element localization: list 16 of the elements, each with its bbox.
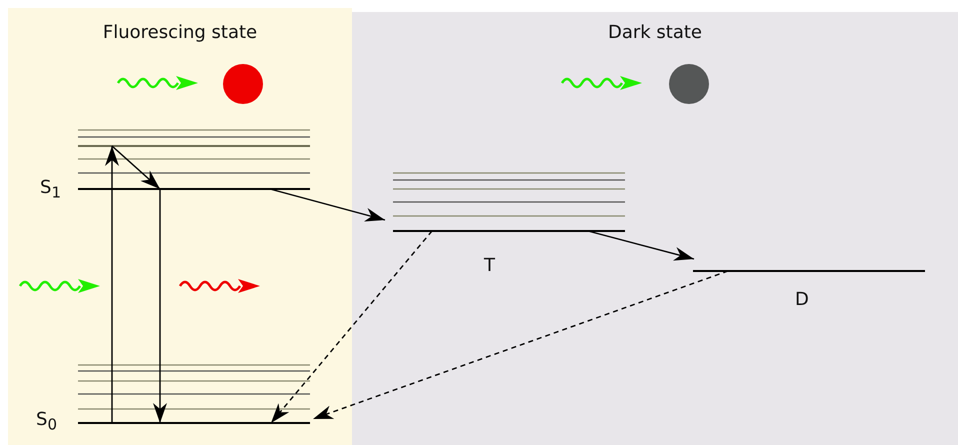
level-label: D	[795, 288, 809, 310]
panel-title: Fluorescing state	[102, 22, 258, 43]
arrow	[588, 230, 694, 261]
arrow	[153, 189, 167, 423]
arrow	[270, 230, 433, 424]
arrow	[105, 146, 119, 423]
level-label: S$_{0}$	[36, 408, 57, 434]
arrow	[270, 188, 386, 222]
panel-title: Dark state	[606, 22, 704, 43]
arrow	[312, 270, 728, 420]
vibrational-level-line	[78, 145, 310, 147]
level-label: S$_{1}$	[40, 176, 61, 202]
level-label: T	[484, 254, 495, 276]
state-panel	[8, 8, 352, 445]
arrow	[112, 145, 160, 190]
state-panel	[352, 12, 958, 445]
